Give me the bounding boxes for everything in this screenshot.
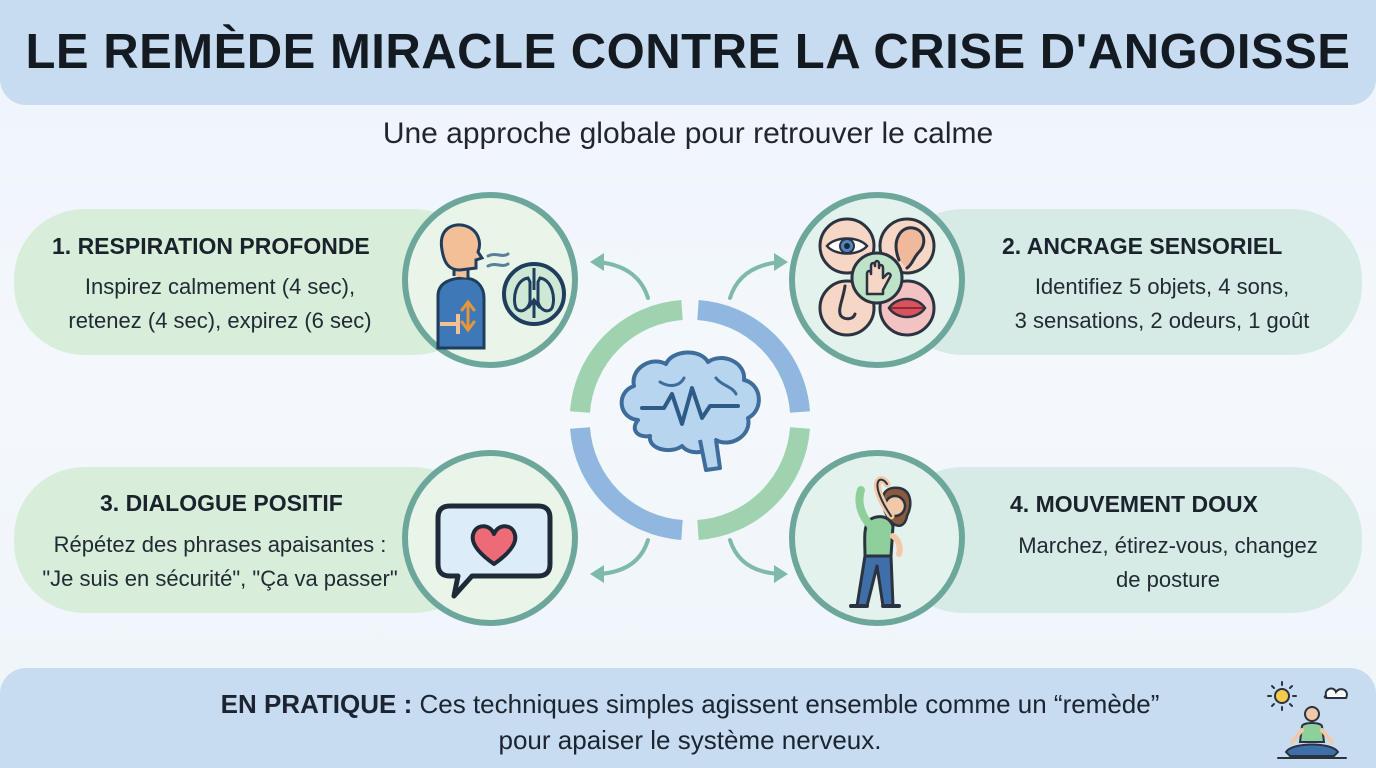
technique-4-description: Marchez, étirez-vous, changez de posture: [990, 529, 1346, 597]
technique-1-description: Inspirez calmement (4 sec), retenez (4 s…: [40, 270, 400, 338]
technique-2-line1: Identifiez 5 objets, 4 sons,: [1034, 274, 1290, 299]
center-ring: [570, 300, 810, 540]
technique-1-line2: retenez (4 sec), expirez (6 sec): [68, 308, 372, 333]
technique-2-icon-circle: [789, 192, 965, 368]
speech-bubble-heart-icon: [435, 503, 553, 599]
technique-2-description: Identifiez 5 objets, 4 sons, 3 sensation…: [984, 270, 1340, 338]
technique-2-line2: 3 sensations, 2 odeurs, 1 goût: [1014, 308, 1310, 333]
technique-2-title: 2. ANCRAGE SENSORIEL: [1002, 233, 1283, 259]
technique-3-line1: Répétez des phrases apaisantes :: [53, 532, 387, 557]
cloud-icon: [1323, 687, 1348, 699]
technique-4-line1: Marchez, étirez-vous, changez: [1018, 533, 1318, 558]
brain-wave-icon: [619, 350, 761, 472]
page-title: LE REMÈDE MIRACLE CONTRE LA CRISE D'ANGO…: [25, 25, 1351, 79]
footer-label: EN PRATIQUE :: [220, 689, 413, 719]
footer-bar: [0, 668, 1376, 768]
technique-4-icon-circle: [789, 450, 965, 626]
footer-line2: pour apaiser le système nerveux.: [498, 725, 882, 755]
technique-3-title: 3. DIALOGUE POSITIF: [100, 490, 343, 516]
header-bar: [0, 0, 1376, 105]
meditating-person-icon: [1267, 681, 1348, 759]
sun-icon: [1267, 681, 1297, 711]
technique-4-title: 4. MOUVEMENT DOUX: [1010, 491, 1258, 517]
technique-1-title: 1. RESPIRATION PROFONDE: [52, 233, 370, 259]
five-senses-icon: [818, 217, 936, 337]
technique-3-description: Répétez des phrases apaisantes : "Je sui…: [30, 528, 410, 596]
technique-3-line2: "Je suis en sécurité", "Ça va passer": [42, 566, 398, 591]
cycle-arrows: [590, 253, 788, 583]
breathing-person-lungs-icon: [436, 223, 566, 350]
footer-text: EN PRATIQUE : Ces techniques simples agi…: [120, 686, 1260, 758]
technique-2-card: [892, 209, 1362, 355]
page-subtitle: Une approche globale pour retrouver le c…: [382, 117, 994, 150]
footer-line1: Ces techniques simples agissent ensemble…: [419, 689, 1160, 719]
technique-3-icon-circle: [402, 450, 578, 626]
technique-1-line1: Inspirez calmement (4 sec),: [84, 274, 356, 299]
technique-4-card: [892, 467, 1362, 613]
technique-1-icon-circle: [402, 192, 578, 368]
technique-4-line2: de posture: [1116, 567, 1220, 592]
stretching-woman-icon: [849, 476, 912, 608]
